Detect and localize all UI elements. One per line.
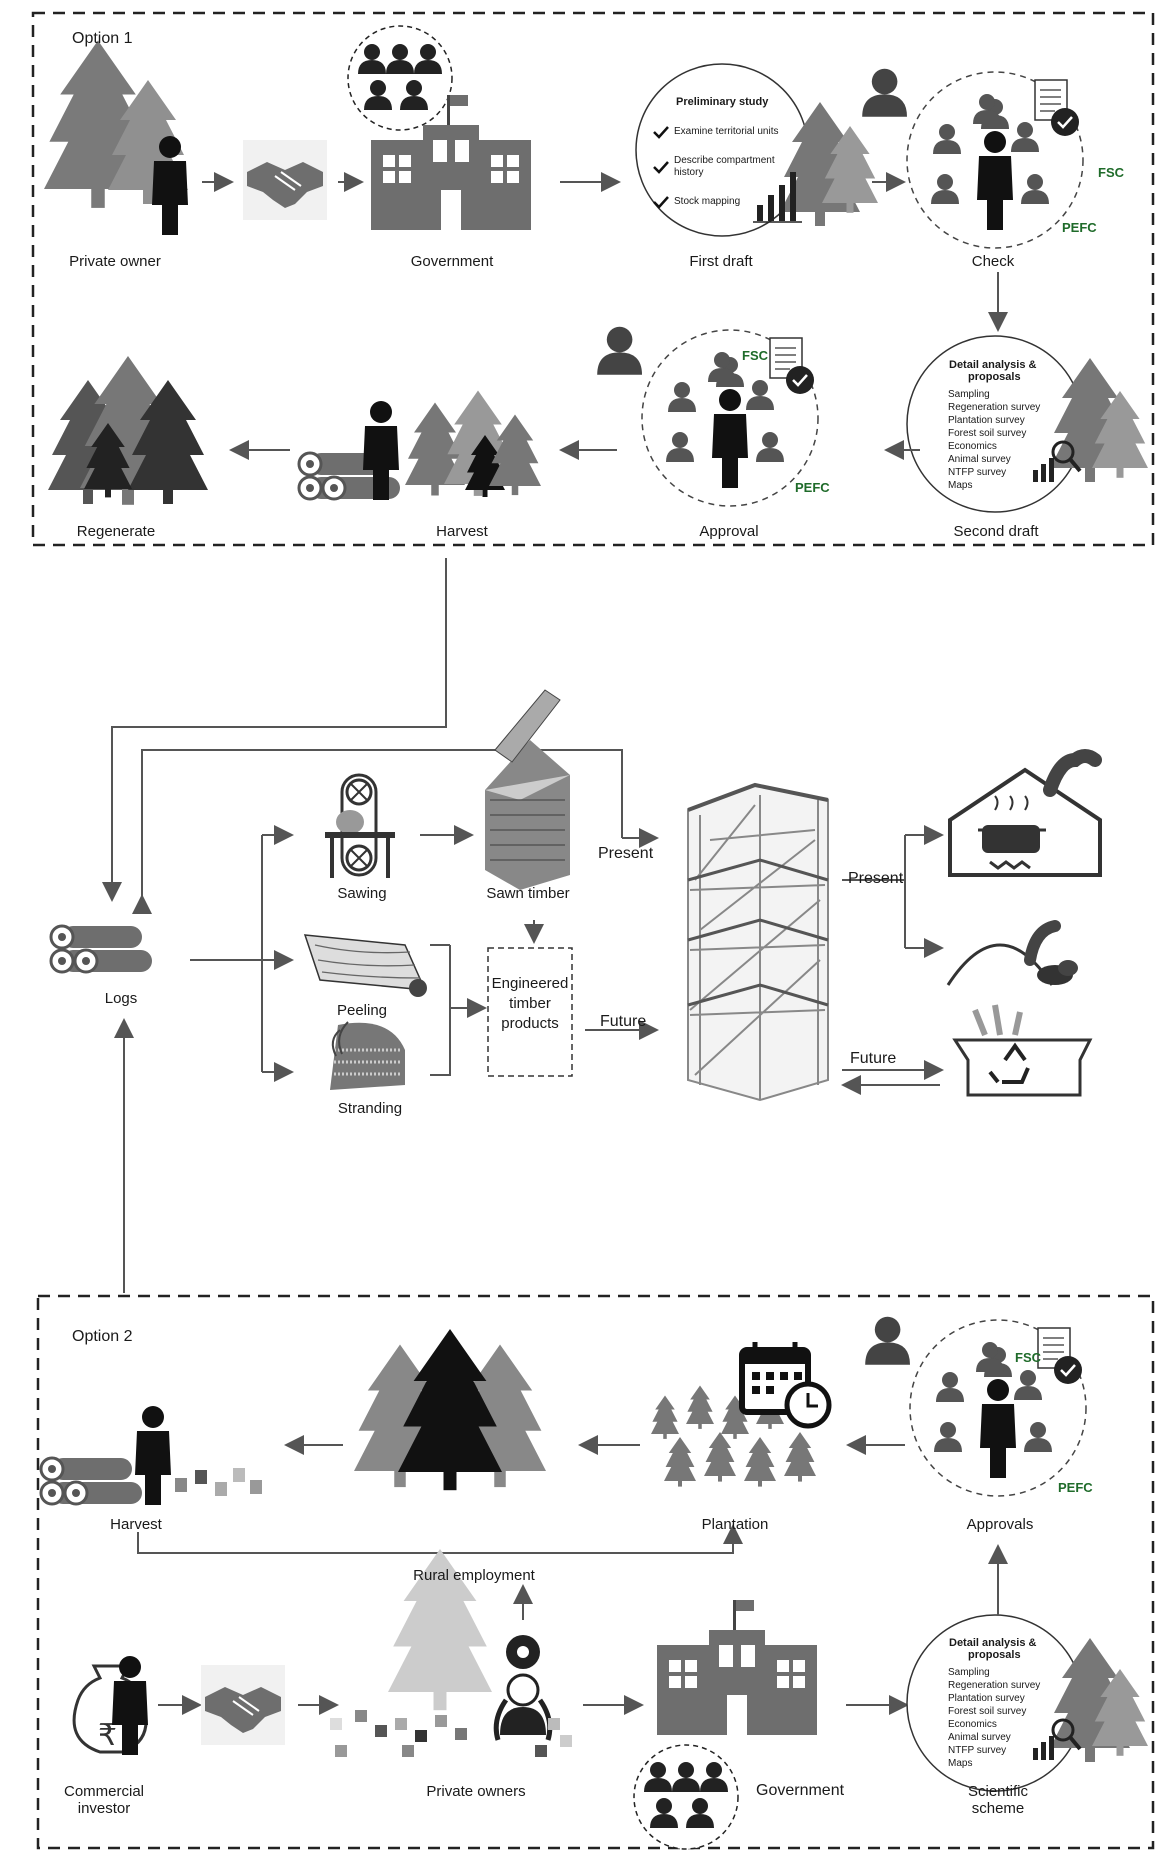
label-engineered-1: Engineered (491, 975, 569, 992)
recycle-bin-icon (952, 1004, 1093, 1097)
detail-analysis-panel-2 (906, 1614, 1148, 1792)
detail2-item-1: Sampling (948, 1667, 990, 1678)
harvest-icon-2 (39, 1406, 262, 1506)
detail1-item-3: Plantation survey (948, 415, 1025, 426)
label-engineered-3: products (501, 1015, 559, 1032)
option1-frame (31, 11, 1155, 547)
preliminary-item-2: Describe compartment (674, 155, 775, 166)
pefc-logo-icon-3: PEFC (1058, 1480, 1093, 1495)
detail2-item-3: Plantation survey (948, 1693, 1025, 1704)
compost-icon (946, 920, 1078, 986)
detail-analysis-panel-1 (906, 335, 1148, 513)
label-sawn-timber: Sawn timber (486, 885, 570, 902)
label-engineered-2: timber (509, 995, 551, 1012)
timber-tower-icon (687, 782, 829, 1102)
forest-icon (354, 1329, 546, 1491)
detail2-item-2: Regeneration survey (948, 1680, 1041, 1691)
label-present-a: Present (598, 845, 654, 862)
detail1-item-8: Maps (948, 480, 973, 491)
harvest-icon-1 (297, 390, 541, 501)
building-icon-2 (657, 1600, 817, 1735)
detail2-item-7: NTFP survey (948, 1745, 1007, 1756)
label-future-a: Future (600, 1013, 647, 1030)
label-peeling: Peeling (336, 1002, 388, 1019)
preliminary-title: Preliminary study (676, 96, 769, 108)
fsc-logo-icon-2: FSC (742, 348, 768, 363)
label-government-2: Government (756, 1782, 845, 1799)
detail1-item-1: Sampling (948, 389, 990, 400)
approvals-panel (865, 1317, 1086, 1496)
fsc-logo-icon: FSC (1098, 165, 1124, 180)
private-owners-icon (330, 1548, 572, 1757)
label-regenerate: Regenerate (76, 523, 156, 540)
cooking-house-icon (948, 749, 1102, 877)
fsc-logo-icon-3: FSC (1015, 1350, 1041, 1365)
label-private-owners: Private owners (426, 1783, 526, 1800)
label-harvest-1: Harvest (436, 523, 488, 540)
strander-icon (330, 1021, 405, 1090)
preliminary-item-4: Stock mapping (674, 196, 741, 207)
label-plantation: Plantation (701, 1516, 769, 1533)
detail1-item-5: Economics (948, 441, 997, 452)
label-approvals: Approvals (966, 1516, 1034, 1533)
regenerate-icon (48, 356, 208, 505)
people-circle-icon (347, 25, 453, 131)
option1-title: Option 1 (72, 30, 133, 47)
peeler-icon (303, 934, 427, 997)
label-second-draft: Second draft (953, 523, 1039, 540)
label-commercial-1: Commercial (63, 1783, 145, 1800)
detail1-item-6: Animal survey (948, 454, 1011, 465)
svg-text:₹: ₹ (98, 1718, 117, 1753)
sawmill-icon (325, 773, 395, 878)
logs-icon (49, 924, 154, 974)
label-scientific-1: Scientific (967, 1783, 1029, 1800)
preliminary-item-1: Examine territorial units (674, 126, 779, 137)
option2-frame (36, 1294, 1155, 1850)
detail1-title2: proposals (968, 371, 1021, 383)
label-approval: Approval (699, 523, 759, 540)
label-scientific-2: scheme (971, 1800, 1025, 1817)
pefc-logo-icon: PEFC (1062, 220, 1097, 235)
label-present-b: Present (848, 870, 904, 887)
option2-title: Option 2 (72, 1328, 133, 1345)
engineered-products-box (487, 947, 573, 1077)
lumber-icon (485, 689, 570, 890)
label-first-draft: First draft (689, 253, 753, 270)
label-logs: Logs (104, 990, 138, 1007)
detail1-item-4: Forest soil survey (948, 428, 1027, 439)
label-check: Check (971, 253, 1015, 270)
detail2-item-4: Forest soil survey (948, 1706, 1027, 1717)
label-stranding: Stranding (337, 1100, 403, 1117)
preliminary-study-panel (635, 63, 878, 237)
label-sawing: Sawing (337, 885, 387, 902)
approval-panel (597, 327, 818, 506)
detail2-item-6: Animal survey (948, 1732, 1011, 1743)
private-owner-icon (44, 40, 188, 235)
detail1-item-2: Regeneration survey (948, 402, 1041, 413)
detail2-item-5: Economics (948, 1719, 997, 1730)
handshake-icon-2 (200, 1664, 286, 1746)
label-government: Government (410, 253, 494, 270)
detail2-title2: proposals (968, 1649, 1021, 1661)
label-harvest-2: Harvest (110, 1516, 162, 1533)
label-rural-employment: Rural employment (413, 1567, 535, 1584)
people-circle-icon-2 (633, 1744, 739, 1850)
handshake-icon (242, 139, 328, 221)
detail1-title1: Detail analysis & (949, 359, 1037, 371)
pefc-logo-icon-2: PEFC (795, 480, 830, 495)
label-private-owner: Private owner (69, 253, 161, 270)
detail1-item-7: NTFP survey (948, 467, 1007, 478)
check-panel (862, 69, 1083, 248)
label-future-b: Future (850, 1050, 897, 1067)
detail2-item-8: Maps (948, 1758, 973, 1769)
detail2-title1: Detail analysis & (949, 1637, 1037, 1649)
label-commercial-2: investor (77, 1800, 131, 1817)
calendar-clock-icon (739, 1342, 832, 1429)
preliminary-item-3: history (674, 167, 704, 178)
